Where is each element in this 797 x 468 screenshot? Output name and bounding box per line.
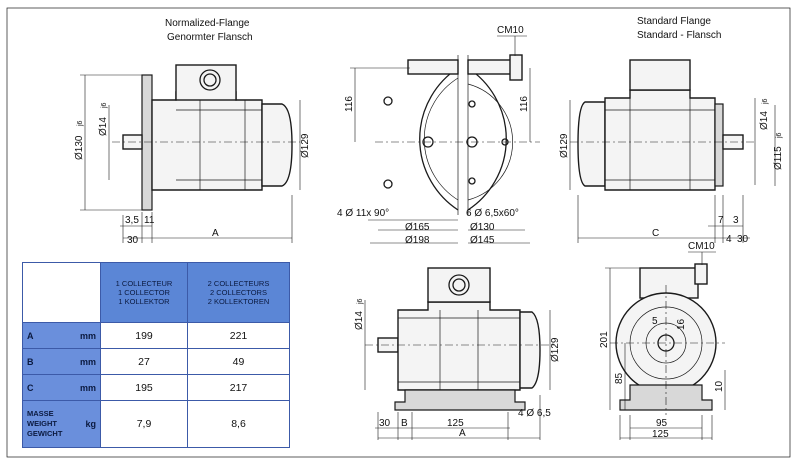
dim-201: 201 [599, 331, 610, 348]
view-foot-mounted: Ø14 j6 Ø129 30 B 125 4 Ø 6,5 A [354, 267, 561, 440]
spec-table: 1 COLLECTEUR 1 COLLECTOR 1 KOLLEKTOR 2 C… [22, 262, 290, 448]
label-cm10-bottom: CM10 [688, 241, 715, 252]
dim-d14-bottom-tol: j6 [357, 298, 364, 305]
title-standard-en: Standard Flange [637, 16, 711, 27]
dim-4x65: 4 Ø 6,5 [518, 408, 551, 419]
dim-30-right: 30 [737, 234, 749, 245]
dim-d14-right: Ø14 [759, 111, 770, 130]
row-unit: mm [79, 382, 96, 393]
dim-b-bottom: B [401, 418, 408, 429]
dim-30-bottom: 30 [379, 418, 391, 429]
dim-116-left: 116 [344, 96, 355, 112]
dim-10: 10 [714, 380, 725, 392]
value-cell: 8,6 [187, 400, 290, 448]
motor-body-foot [397, 301, 521, 391]
dim-d14-bottom: Ø14 [354, 311, 365, 330]
flange-std [714, 103, 724, 187]
end-cap-foot [519, 311, 541, 389]
dim-d198: Ø198 [405, 235, 430, 246]
sheet-border [6, 7, 791, 458]
value-cell: 199 [100, 322, 188, 349]
dim-5: 5 [652, 316, 658, 327]
dim-30-left: 30 [127, 235, 139, 246]
dim-d115-tol: j6 [776, 132, 783, 139]
value-cell: 27 [100, 348, 188, 375]
title-normalized-de: Genormter Flansch [167, 32, 253, 43]
dim-85: 85 [614, 372, 625, 384]
row-label: A [27, 330, 34, 341]
dim-125-bottom: 125 [447, 418, 464, 429]
terminal-box-std [629, 59, 691, 91]
view-flange-front: CM10 116 116 4 Ø 11x 90° Ø165 Ø198 6 Ø 6… [337, 25, 540, 246]
dim-a-bottom: A [459, 428, 466, 439]
mass-label: WEIGHT [27, 419, 57, 428]
terminal-box-foot [427, 267, 491, 303]
value-cell: 217 [187, 374, 290, 401]
row-label: B [27, 356, 34, 367]
spec-header-two-collectors: 2 COLLECTEURS 2 COLLECTORS 2 KOLLEKTOREN [187, 262, 290, 323]
title-standard-de: Standard - Flansch [637, 30, 722, 41]
end-cap-std [577, 101, 606, 187]
motor-body [151, 91, 263, 191]
row-label: C [27, 382, 34, 393]
dim-d165: Ø165 [405, 222, 430, 233]
dim-3-5: 3,5 [125, 215, 139, 226]
flange-plate [141, 74, 153, 211]
dim-d130: Ø130 [74, 135, 85, 160]
dim-7: 7 [718, 215, 724, 226]
dim-95: 95 [656, 418, 668, 429]
dim-4: 4 [726, 234, 732, 245]
motor-body-std [604, 89, 716, 191]
dim-d129-bottom: Ø129 [550, 337, 561, 362]
mass-label: GEWICHT [27, 429, 63, 438]
spec-header-row: 1 COLLECTEUR 1 COLLECTOR 1 KOLLEKTOR 2 C… [22, 262, 290, 323]
dim-d129-left: Ø129 [300, 133, 311, 158]
spec-row-mass: kg MASSE WEIGHT GEWICHT 7,9 8,6 [22, 400, 290, 448]
view-normalized-flange: Ø130 j6 Ø14 j6 Ø129 3,5 11 30 A [74, 64, 311, 246]
value-cell: 7,9 [100, 400, 188, 448]
dim-d115: Ø115 [773, 146, 784, 170]
view-standard-flange: Ø129 Ø14 j6 Ø115 j6 7 3 C 4 30 [559, 59, 784, 245]
view-foot-end: CM10 201 85 5 16 10 95 125 [599, 241, 726, 440]
dim-d130-tol: j6 [77, 120, 84, 127]
dim-a-left: A [212, 228, 219, 239]
row-unit: mm [79, 330, 96, 341]
dim-d129-right: Ø129 [559, 133, 570, 158]
feet-foot [394, 389, 526, 411]
dim-116-right: 116 [519, 96, 530, 112]
spec-header-one-collector: 1 COLLECTEUR 1 COLLECTOR 1 KOLLEKTOR [100, 262, 188, 323]
dim-6x65x60: 6 Ø 6,5x60° [466, 208, 519, 219]
spec-corner-cell [22, 262, 101, 323]
dim-c: C [652, 228, 659, 239]
title-normalized-en: Normalized-Flange [165, 18, 250, 29]
row-unit: mm [79, 356, 96, 367]
mass-unit: kg [85, 419, 96, 429]
dim-16: 16 [676, 318, 687, 330]
value-cell: 195 [100, 374, 188, 401]
mass-label: MASSE [27, 409, 54, 418]
value-cell: 221 [187, 322, 290, 349]
dim-d14: Ø14 [98, 117, 109, 136]
dim-d14-right-tol: j6 [762, 98, 769, 105]
label-cm10-top: CM10 [497, 25, 524, 36]
value-cell: 49 [187, 348, 290, 375]
dim-d130-mid: Ø130 [470, 222, 495, 233]
end-cap [261, 103, 293, 187]
dim-125-end: 125 [652, 429, 669, 440]
dim-11: 11 [144, 215, 155, 226]
dim-d145: Ø145 [470, 235, 495, 246]
dim-3: 3 [733, 215, 739, 226]
dim-d14-tol: j6 [101, 102, 108, 109]
dim-4x11x90: 4 Ø 11x 90° [337, 208, 389, 219]
